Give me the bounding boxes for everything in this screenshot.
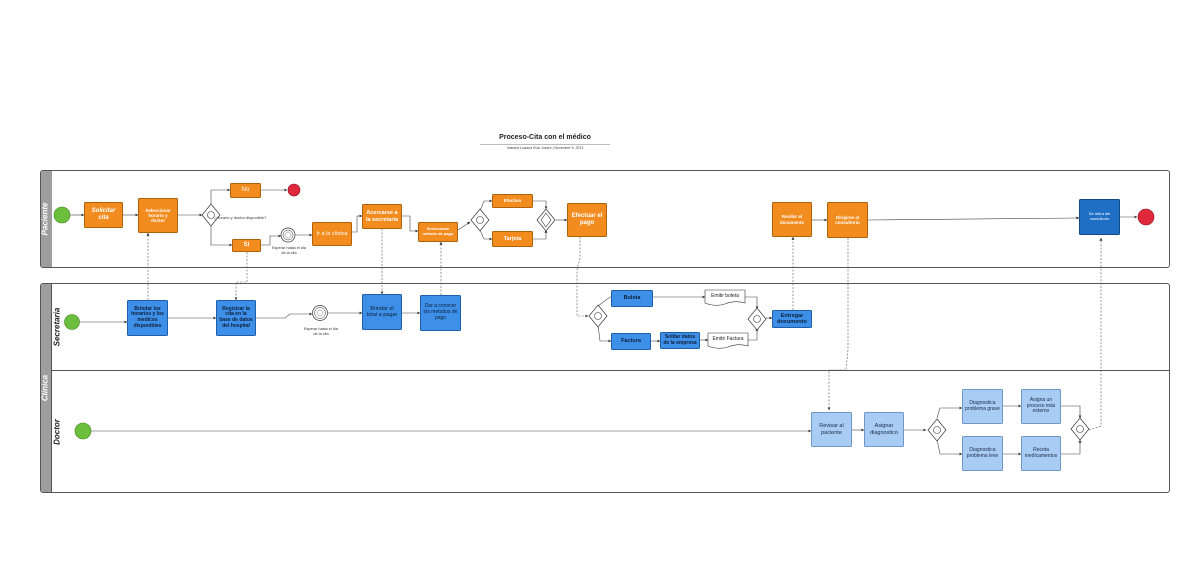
lane-title-divider: [51, 283, 52, 493]
lane-label-paciente: Paciente: [40, 202, 50, 236]
task-boleta[interactable]: Boleta: [611, 290, 653, 307]
task-problema-grave[interactable]: Diagnostica problema grave: [962, 389, 1003, 424]
task-problema-leve[interactable]: Diagnostica problema leve: [962, 436, 1003, 471]
paciente-start-event: [53, 206, 71, 224]
title-divider: [480, 144, 610, 145]
task-efectivo[interactable]: Efectivo: [492, 194, 533, 208]
pool-paciente-header: [41, 171, 52, 267]
pool-clinica-header: [41, 284, 52, 492]
secretaria-timer-label: Esperar hasta el día de la cita: [304, 327, 338, 336]
task-brindar-total[interactable]: Brindar el total a pagar: [362, 294, 402, 330]
task-brindar-horarios[interactable]: Brindar los horarios y los medicos dispo…: [127, 300, 168, 336]
treatment-join-gateway: [1070, 417, 1090, 441]
doc-emitir-factura: Emitir Factura: [712, 336, 744, 342]
task-dirigirse-consultorio[interactable]: Dirigirse al consultorio: [827, 202, 868, 238]
task-asigna-proceso[interactable]: Asigna un proceso más externo: [1021, 389, 1061, 424]
task-efectuar-pago[interactable]: Efectuar el pago: [567, 203, 607, 237]
gateway-question-label: ¿Horario y doctor disponible?: [214, 215, 267, 220]
lane-label-doctor: Doctor: [52, 419, 62, 445]
task-solicitar-cita[interactable]: Solicitar cita: [84, 202, 123, 228]
secretaria-start-event: [64, 314, 80, 330]
diagram-subtitle: Valeska Luciana Ruiz Juarez | November 5…: [506, 146, 584, 150]
document-type-gateway: [588, 304, 608, 328]
lane-label-clinica: Clinica: [40, 374, 50, 402]
task-no[interactable]: No: [230, 183, 261, 198]
task-se-retira[interactable]: Se retira del consultorio: [1079, 199, 1120, 235]
document-join-gateway: [747, 307, 767, 331]
task-seleccionar-metodo[interactable]: Seleccionar método de pago: [418, 222, 458, 242]
task-recibir-documento[interactable]: Recibir el documento: [772, 202, 812, 237]
secretaria-flows: [72, 295, 773, 343]
doctor-flows: [91, 404, 1082, 456]
task-si[interactable]: Si: [232, 239, 261, 252]
payment-method-gateway: [470, 208, 490, 232]
secretaria-timer-event: [312, 305, 328, 321]
paciente-end-event: [1137, 208, 1155, 226]
paciente-timer-event: [280, 227, 296, 243]
paciente-flows: [70, 188, 1138, 247]
lane-divider: [51, 370, 1169, 371]
task-receta-medicamentos[interactable]: Receta medicamentos: [1021, 436, 1061, 471]
factura-document-shape: [707, 332, 749, 349]
task-ir-clinica[interactable]: Ir a la clínica: [312, 222, 352, 246]
task-tarjeta[interactable]: Tarjeta: [492, 231, 533, 247]
task-asignar-diagnostico[interactable]: Asignar diagnostico: [864, 412, 904, 447]
lane-label-secretaria: Secretaria: [52, 307, 62, 347]
task-dar-conocer-metodos[interactable]: Dar a conocer los metodos de pago: [420, 295, 461, 331]
task-entregar-documento[interactable]: Entregar documento: [772, 310, 812, 328]
pool-clinica: [40, 283, 1170, 493]
availability-gateway: [201, 203, 221, 227]
diagram-title: Proceso-Cita con el médico: [499, 134, 591, 141]
task-seleccionar-horario[interactable]: Seleccionar horario y doctor: [138, 198, 178, 233]
task-solicitar-datos[interactable]: Solitar datos de la empresa: [660, 332, 700, 349]
message-flows: [146, 229, 1103, 431]
paciente-timer-label: Esperar hasta el día de la cita: [272, 246, 306, 255]
task-revisar-paciente[interactable]: Revisar al paciente: [811, 412, 852, 447]
end-no-availability-event: [287, 183, 301, 197]
doctor-start-event: [74, 422, 92, 440]
task-registrar-cita[interactable]: Registrar la cita en la base de datos de…: [216, 300, 256, 336]
task-acercarse-secretaria[interactable]: Acercarse a la secretaria: [362, 204, 402, 229]
task-factura[interactable]: Factura: [611, 333, 651, 350]
payment-join-gateway: [536, 208, 556, 232]
diagnosis-gateway: [927, 418, 947, 442]
doc-emitir-boleta: Emitir boleta: [711, 293, 739, 299]
boleta-document-shape: [704, 289, 746, 306]
pool-paciente: [40, 170, 1170, 268]
